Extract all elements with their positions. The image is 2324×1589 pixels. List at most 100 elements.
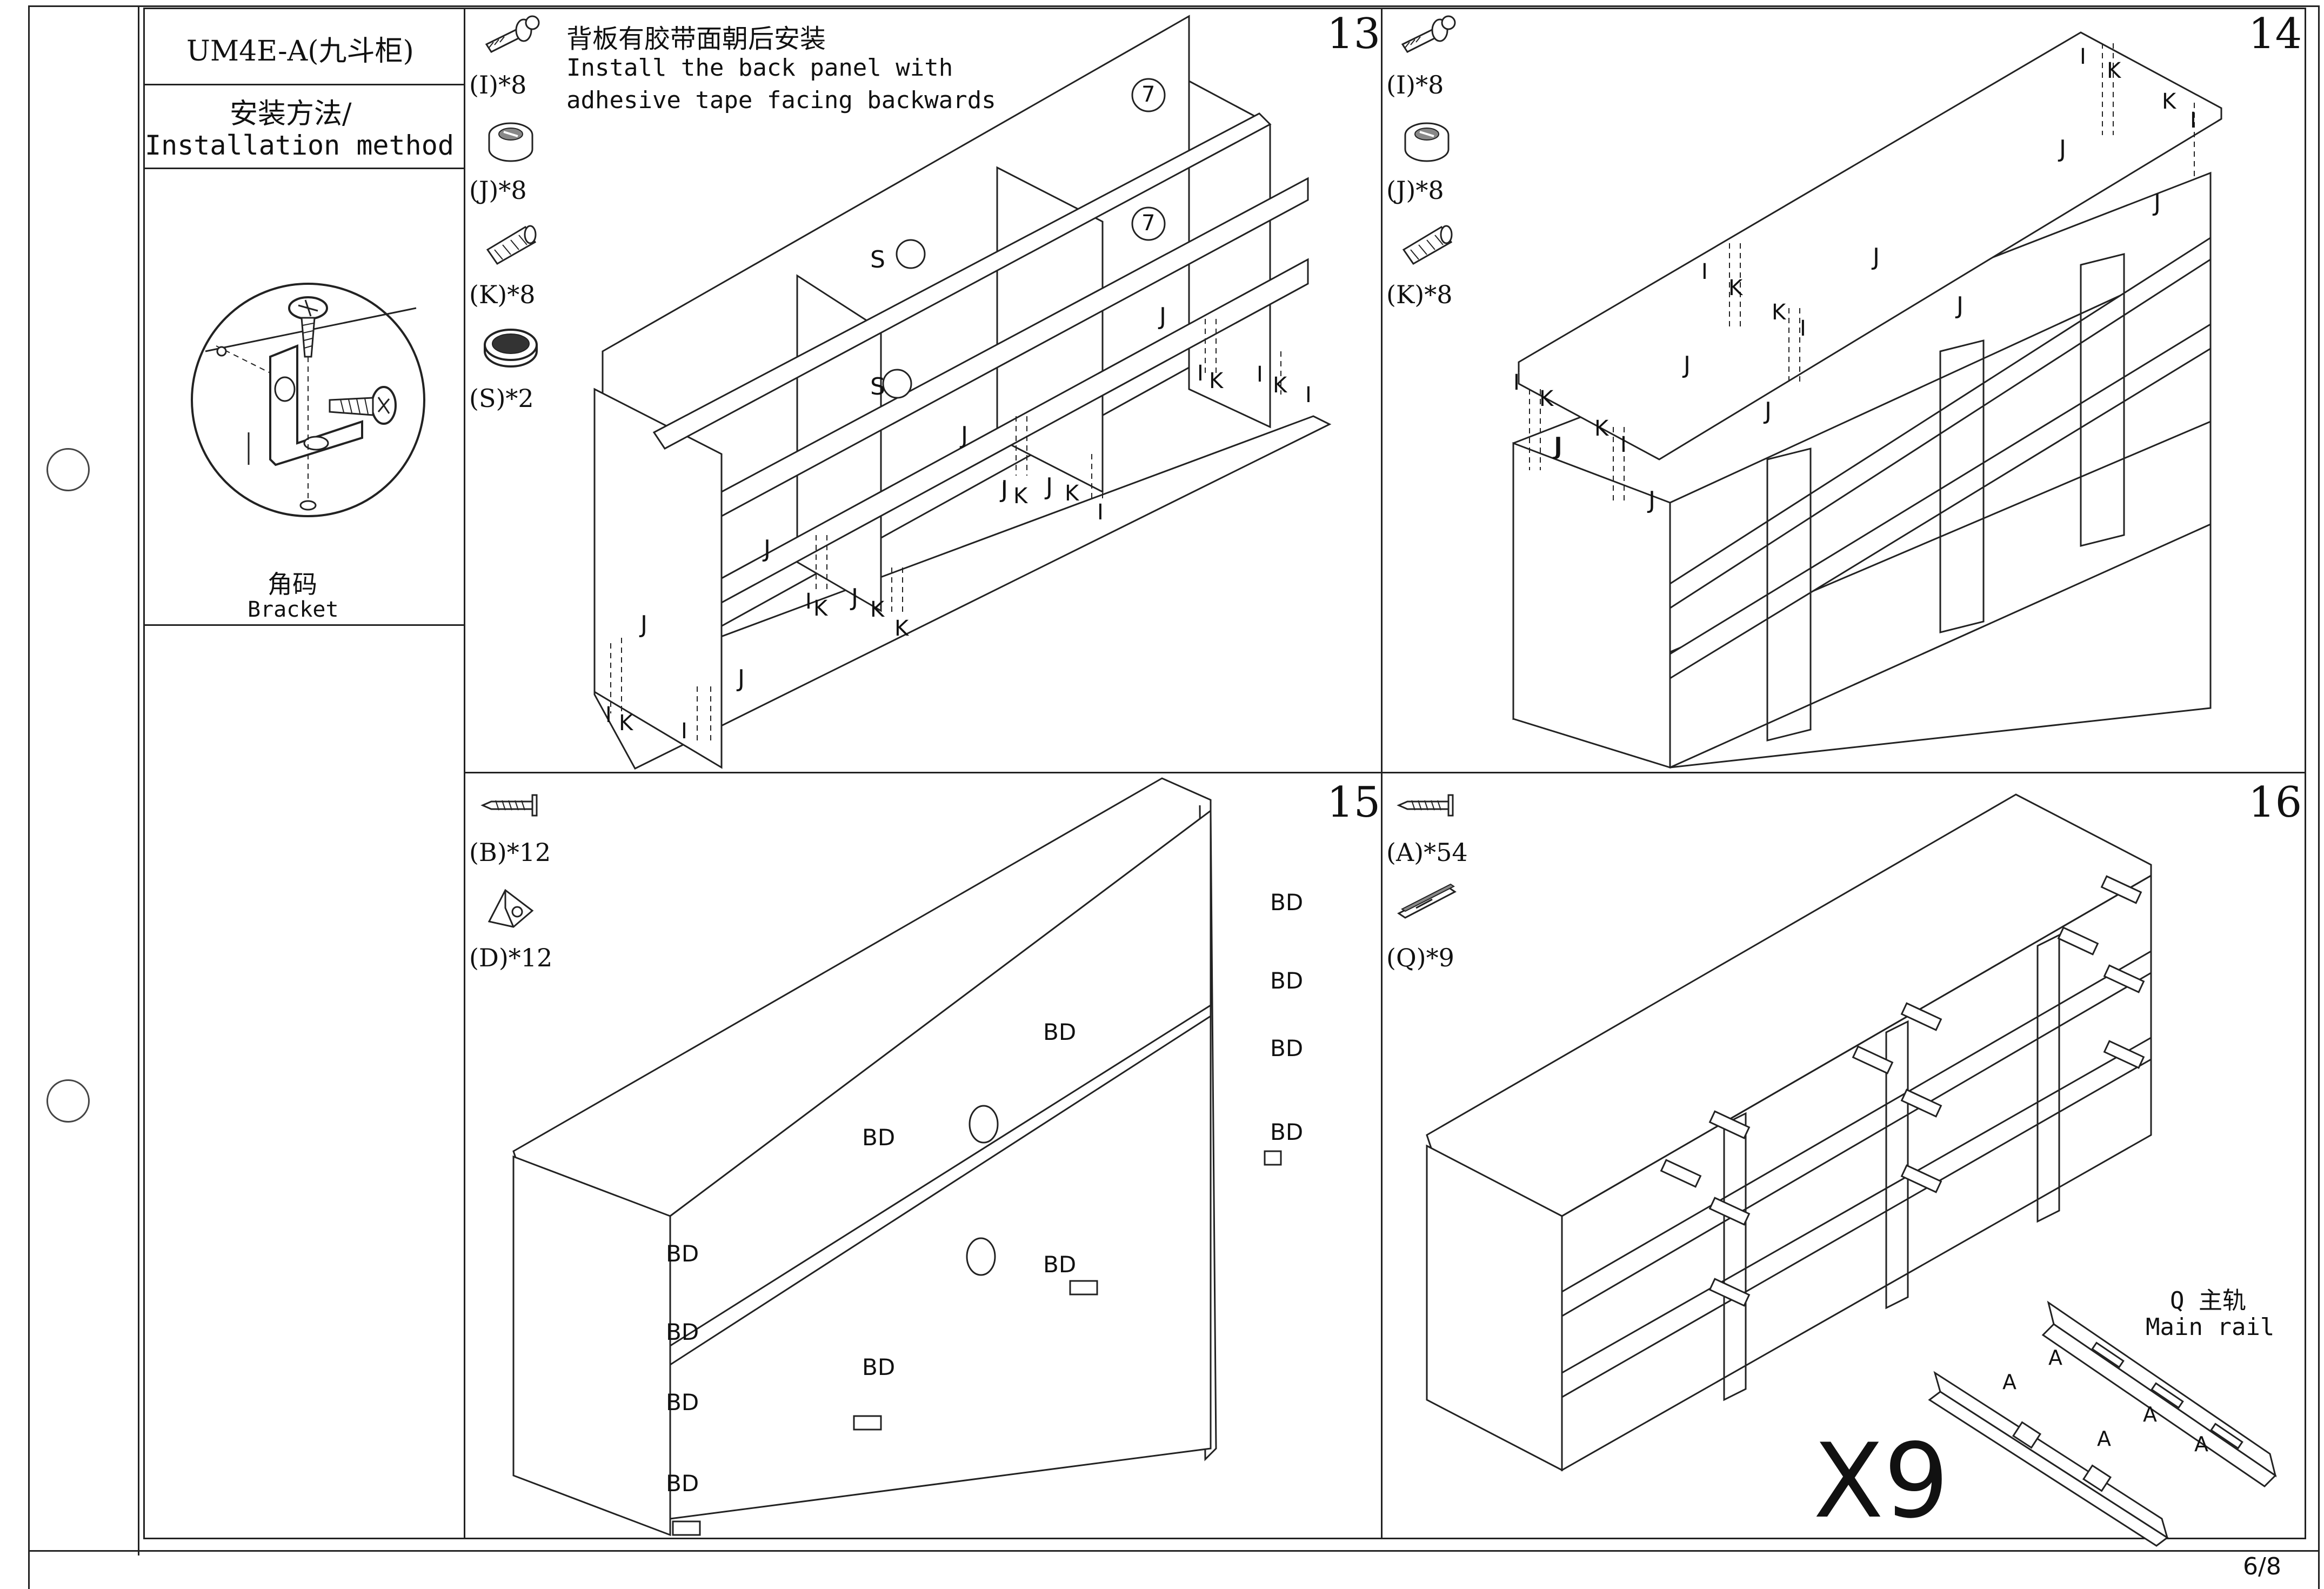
bracket-label-cn: 角码 [268, 570, 317, 599]
part-label: (J)*8 [469, 176, 527, 205]
hardware-tag: BD [1270, 889, 1304, 916]
hardware-tag: I [1257, 362, 1263, 387]
binder-hole-bottom [46, 1079, 90, 1123]
hardware-tag: K [813, 596, 828, 621]
part-label: (B)*12 [469, 838, 551, 867]
hardware-tag: BD [1043, 1019, 1077, 1045]
cam-bolt-icon [1394, 12, 1459, 61]
screw-icon [478, 792, 543, 819]
sidebar-rule-3 [143, 624, 464, 626]
hardware-tag: K [619, 711, 633, 736]
hardware-tag: K [1065, 481, 1079, 506]
binding-margin-line [138, 5, 139, 1555]
hardware-tag: BD [1043, 1251, 1077, 1278]
content-frame [143, 8, 2306, 1539]
hardware-tag: BD [666, 1319, 699, 1345]
hardware-tag: K [1209, 369, 1224, 393]
hardware-tag: K [1594, 416, 1609, 441]
hardware-tag: S [870, 373, 885, 400]
hardware-tag: J [764, 535, 771, 563]
hardware-tag: J [738, 665, 745, 692]
hardware-tag: I [1513, 370, 1520, 395]
callout-number: 7 [1141, 82, 1156, 107]
sidebar-divider [464, 8, 465, 1539]
sidebar-rule-2 [143, 168, 464, 169]
hardware-tag: J [851, 584, 858, 611]
hardware-tag: BD [1270, 967, 1304, 994]
hardware-tag: A [2097, 1427, 2111, 1451]
instruction-en: adhesive tape facing backwards [566, 86, 996, 114]
hardware-tag: S [870, 246, 885, 273]
part-label: (J)*8 [1386, 176, 1444, 205]
hardware-tag: K [1728, 276, 1743, 301]
hardware-tag: BD [862, 1124, 896, 1151]
hardware-tag: I [1620, 432, 1627, 457]
hardware-tag: I [681, 719, 687, 744]
corner-bracket-icon [484, 884, 538, 932]
page-frame [28, 5, 2320, 1589]
sidebar-rule-1 [143, 84, 464, 85]
page-number: 6/8 [2243, 1553, 2281, 1580]
hardware-tag: BD [666, 1389, 699, 1416]
hardware-tag: I [1800, 316, 1806, 341]
drawer-rail-icon [1394, 881, 1459, 924]
hardware-tag: K [2107, 58, 2121, 83]
hardware-tag: J [1684, 351, 1691, 379]
model-title: UM4E-A(九斗柜) [186, 35, 414, 68]
hardware-tag: A [2002, 1370, 2016, 1394]
grommet-icon [481, 323, 540, 372]
part-label: (S)*2 [469, 384, 534, 413]
part-label: (A)*54 [1386, 838, 1468, 867]
step-number: 14 [2248, 10, 2302, 58]
binder-hole-top [46, 448, 90, 491]
hardware-tag: J [1001, 476, 1008, 503]
hardware-tag: I [805, 589, 812, 614]
footer-rule [28, 1550, 2320, 1552]
hardware-tag: J [1046, 473, 1053, 500]
hardware-tag: J [1555, 432, 1562, 460]
step-grid-vertical [1381, 8, 1383, 1539]
hardware-tag: I [1001, 478, 1007, 503]
part-label: (K)*8 [1386, 280, 1453, 309]
wood-dowel-icon [481, 216, 543, 265]
part-label: (I)*8 [469, 70, 527, 99]
cabinet-back-view-diagram [508, 778, 1324, 1535]
hardware-tag: K [1013, 484, 1028, 509]
screw-icon [1394, 792, 1459, 819]
callout-number: 7 [1141, 211, 1156, 236]
cabinet-drawer-rails-diagram [1421, 789, 2162, 1476]
hardware-tag: A [2143, 1403, 2157, 1426]
hardware-tag: K [894, 616, 909, 641]
quantity-multiplier: X9 [1813, 1421, 1949, 1541]
hardware-tag: K [1772, 300, 1786, 325]
cabinet-frame-assembly-diagram [589, 16, 1362, 773]
step-number: 16 [2248, 778, 2302, 827]
hardware-tag: A [2194, 1432, 2208, 1456]
rail-label-en: Main rail [2146, 1313, 2275, 1341]
instruction-en: Install the back panel with [566, 54, 953, 82]
bracket-detail-illustration [184, 276, 432, 524]
hardware-tag: BD [1270, 1119, 1304, 1145]
cabinet-top-assembly-diagram [1508, 27, 2221, 767]
cam-lock-icon [481, 114, 540, 168]
hardware-tag: BD [666, 1240, 699, 1267]
hardware-tag: J [961, 422, 968, 449]
part-label: (K)*8 [469, 280, 536, 309]
hardware-tag: J [1554, 432, 1561, 460]
hardware-tag: BD [862, 1354, 896, 1380]
hardware-tag: K [1273, 373, 1287, 398]
drawer-rail-detail-diagram [1924, 1292, 2292, 1546]
hardware-tag: J [1159, 303, 1166, 330]
hardware-tag: J [2154, 189, 2161, 217]
part-label: (Q)*9 [1386, 943, 1454, 972]
hardware-tag: J [1956, 292, 1964, 319]
hardware-tag: A [2048, 1346, 2062, 1370]
hardware-tag: I [1197, 361, 1204, 386]
hardware-tag: I [1701, 259, 1708, 284]
hardware-tag: K [2162, 89, 2176, 114]
part-label: (D)*12 [469, 943, 553, 972]
rail-label-cn: Q 主轨 [2170, 1287, 2246, 1314]
hardware-tag: K [870, 597, 885, 622]
step-number: 15 [1327, 778, 1381, 827]
hardware-tag: I [2080, 44, 2086, 69]
